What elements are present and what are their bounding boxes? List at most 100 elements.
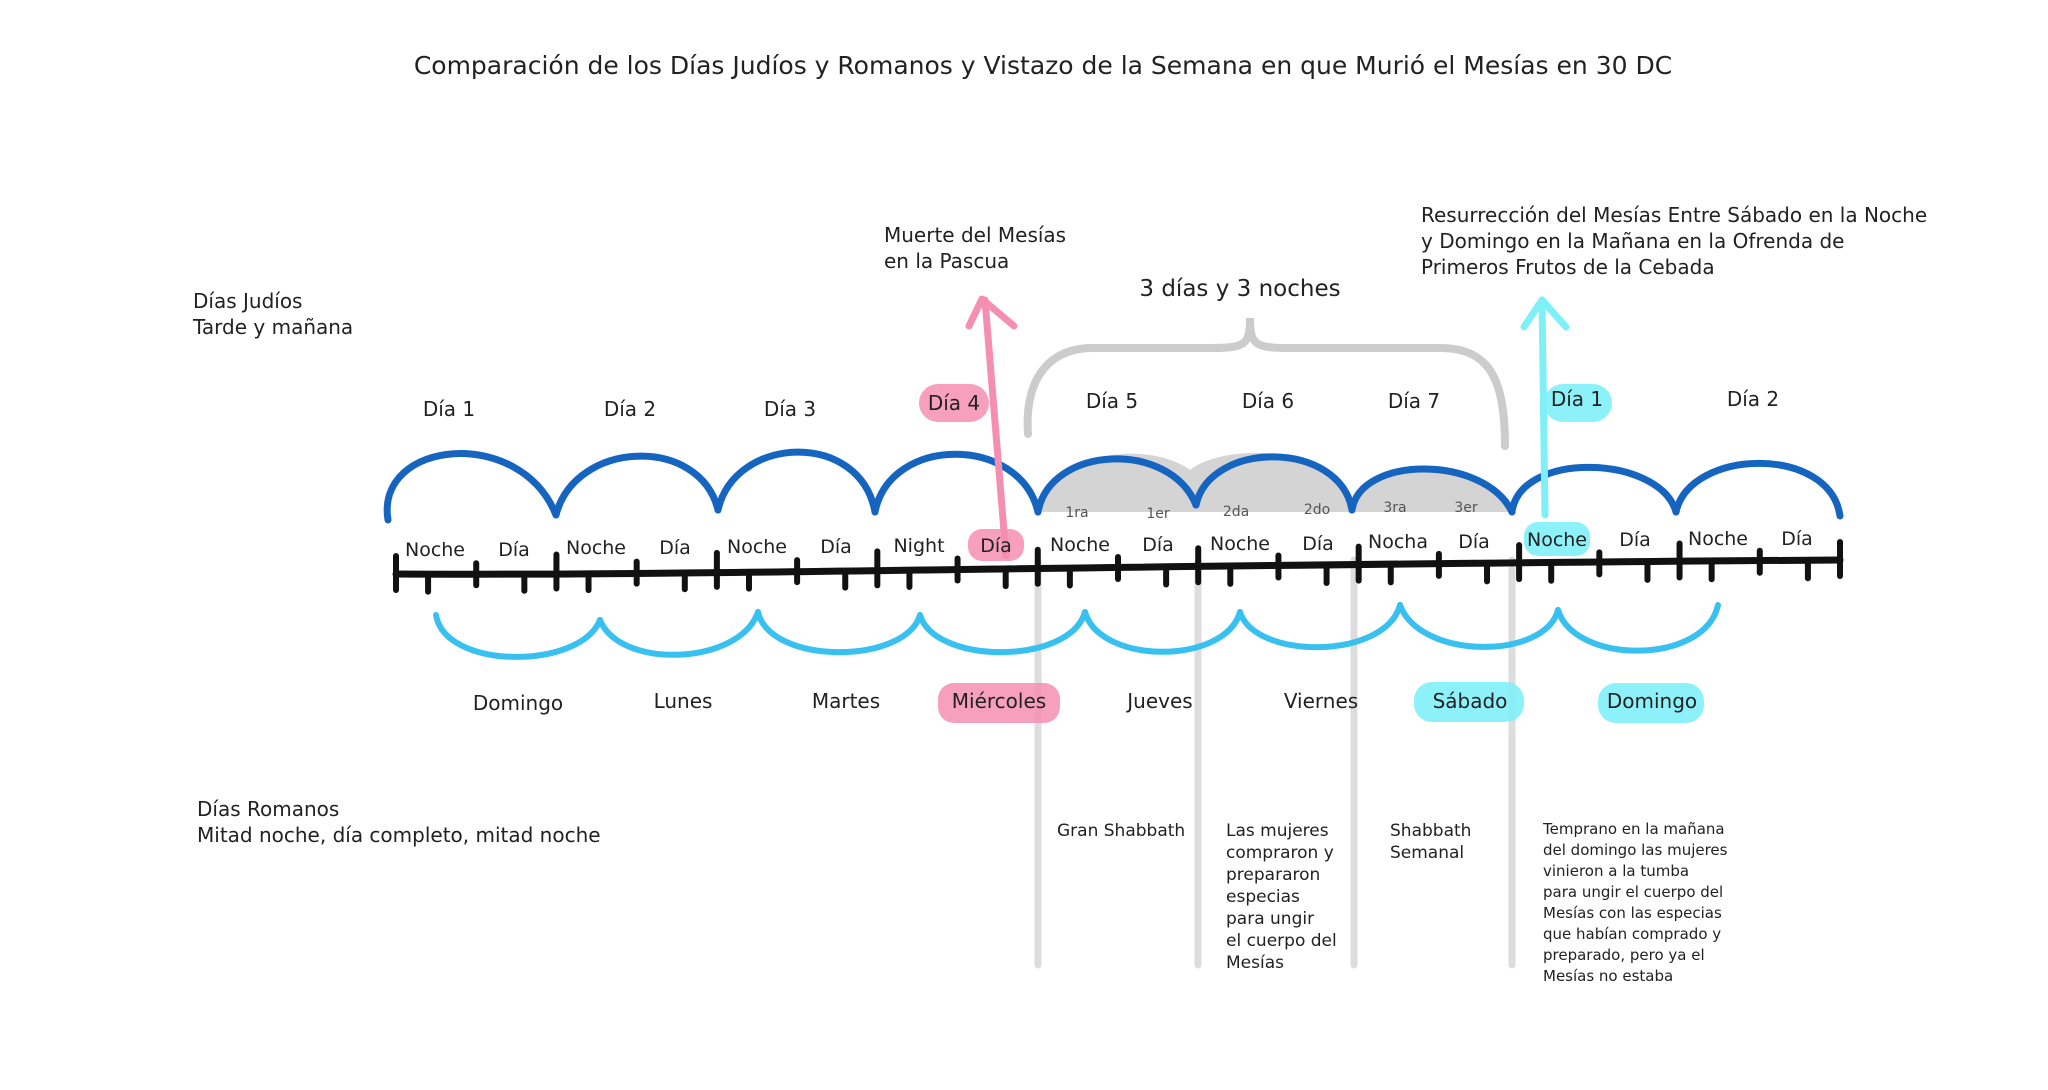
jewish-day-label: Día 2 xyxy=(604,397,656,421)
note-line: Shabbath xyxy=(1390,821,1471,841)
ordinal-label: 3er xyxy=(1454,500,1478,516)
slot-label: Día xyxy=(1458,531,1490,553)
roman-day-label: Domingo xyxy=(473,691,563,715)
roman-day-label: Jueves xyxy=(1125,689,1192,713)
ordinal-labels: 1ra 1er 2da 2do 3ra 3er xyxy=(1065,500,1478,522)
slot-label: Noche xyxy=(405,539,465,561)
dia-4-highlight xyxy=(919,384,989,422)
jewish-day-label: Día 3 xyxy=(764,397,816,421)
resurrection-arrow-head xyxy=(1520,296,1570,331)
slot-label: Día xyxy=(820,536,852,558)
note-line: Gran Shabbath xyxy=(1057,821,1185,841)
slot-label: Noche xyxy=(1210,533,1270,555)
roman-day-label: Martes xyxy=(812,689,880,713)
roman-day-arc xyxy=(1082,609,1243,655)
jewish-day-arc xyxy=(552,452,722,519)
roman-day-labels: Domingo Lunes Martes Miércoles Jueves Vi… xyxy=(473,689,1697,715)
note-line: especias xyxy=(1226,887,1300,907)
jewish-days-label: Días Judíos Tarde y mañana xyxy=(192,289,353,339)
note-line: Mesías xyxy=(1226,953,1284,973)
roman-days-label-line: Mitad noche, día completo, mitad noche xyxy=(197,823,601,847)
note-line: el cuerpo del xyxy=(1226,931,1337,951)
jewish-day-arc xyxy=(383,450,560,524)
jewish-days-label-line: Tarde y mañana xyxy=(192,315,353,339)
roman-day-arc xyxy=(433,612,603,660)
sabado-highlight xyxy=(1414,682,1524,722)
jewish-day-label: Día 1 xyxy=(423,397,475,421)
slot-label: Nocha xyxy=(1368,531,1428,553)
jewish-day-label: Día 1 xyxy=(1551,387,1603,411)
slot-label: Noche xyxy=(1527,529,1587,551)
ordinal-label: 1er xyxy=(1146,506,1170,522)
roman-day-arc xyxy=(1397,602,1561,650)
slot-label: Día xyxy=(1619,529,1651,551)
jewish-days-label-line: Días Judíos xyxy=(193,289,302,313)
ordinal-label: 2do xyxy=(1304,502,1330,518)
jewish-day-arc xyxy=(1034,455,1200,516)
timeline xyxy=(392,539,1844,595)
slot-label: Día xyxy=(1781,528,1813,550)
roman-day-arc xyxy=(597,609,761,658)
jewish-day-label: Día 7 xyxy=(1388,389,1440,413)
jewish-day-label: Día 4 xyxy=(928,391,980,415)
note-mujeres-compraron: Las mujeres compraron y prepararon espec… xyxy=(1226,821,1337,973)
ordinal-label: 1ra xyxy=(1065,505,1088,521)
death-note: Muerte del Mesías en la Pascua xyxy=(884,223,1066,273)
death-arrow-shaft xyxy=(981,296,1010,560)
jewish-day-arc xyxy=(1672,460,1844,520)
slot-label: Día xyxy=(1302,533,1334,555)
resurrection-arrow xyxy=(1520,296,1570,519)
jewish-day-arc xyxy=(714,448,879,516)
ordinal-label: 3ra xyxy=(1383,500,1406,516)
roman-day-label: Viernes xyxy=(1284,689,1358,713)
jewish-day-arc xyxy=(871,450,1042,516)
roman-day-label: Lunes xyxy=(654,689,713,713)
note-line: Temprano en la mañana xyxy=(1542,820,1725,838)
roman-day-arc xyxy=(1237,602,1403,651)
slot-label: Día xyxy=(980,535,1012,557)
ordinal-label: 2da xyxy=(1223,504,1249,520)
roman-day-arc xyxy=(917,609,1088,656)
slot-label: Noche xyxy=(566,537,626,559)
note-line: Mesías no estaba xyxy=(1543,967,1673,985)
resurrection-note-line: y Domingo en la Mañana en la Ofrenda de xyxy=(1421,229,1844,253)
slot-label: Día xyxy=(1142,534,1174,556)
death-arrow-head xyxy=(965,295,1018,330)
note-line: Mesías con las especias xyxy=(1543,904,1722,922)
dia-1-highlight xyxy=(1544,384,1612,422)
note-line: Las mujeres xyxy=(1226,821,1329,841)
slot-label: Día xyxy=(498,539,530,561)
diagram-title: Comparación de los Días Judíos y Romanos… xyxy=(414,51,1672,80)
death-note-line: en la Pascua xyxy=(884,249,1009,273)
roman-days-label: Días Romanos Mitad noche, día completo, … xyxy=(197,797,601,847)
roman-day-label: Miércoles xyxy=(952,689,1046,713)
note-line: preparado, pero ya el xyxy=(1543,946,1705,964)
domingo-highlight xyxy=(1598,683,1704,723)
note-gran-shabbath: Gran Shabbath xyxy=(1057,821,1185,841)
roman-day-arc xyxy=(1555,602,1721,654)
night-dia-highlight xyxy=(968,529,1024,561)
note-line: del domingo las mujeres xyxy=(1543,841,1728,859)
note-temprano: Temprano en la mañana del domingo las mu… xyxy=(1542,820,1728,985)
resurrection-note-line: Primeros Frutos de la Cebada xyxy=(1421,255,1715,279)
jewish-day-arc xyxy=(1508,463,1680,516)
three-days-brace xyxy=(1023,317,1509,450)
note-line: para ungir el cuerpo del xyxy=(1543,883,1723,901)
slot-label: Night xyxy=(893,535,944,557)
slot-label: Día xyxy=(659,537,691,559)
roman-day-arc xyxy=(755,609,923,656)
slot-label: Noche xyxy=(727,536,787,558)
miercoles-highlight xyxy=(938,683,1060,723)
note-line: Semanal xyxy=(1390,843,1464,863)
highlights xyxy=(919,384,1704,723)
jewish-day-label: Día 6 xyxy=(1242,389,1294,413)
slot-label: Noche xyxy=(1050,534,1110,556)
note-line: prepararon xyxy=(1226,865,1320,885)
jewish-day-label: Día 5 xyxy=(1086,389,1138,413)
brace-label: 3 días y 3 noches xyxy=(1139,276,1340,302)
jewish-day-arc xyxy=(1192,453,1356,514)
death-note-line: Muerte del Mesías xyxy=(884,223,1066,247)
note-line: para ungir xyxy=(1226,909,1314,929)
note-line: compraron y xyxy=(1226,843,1334,863)
